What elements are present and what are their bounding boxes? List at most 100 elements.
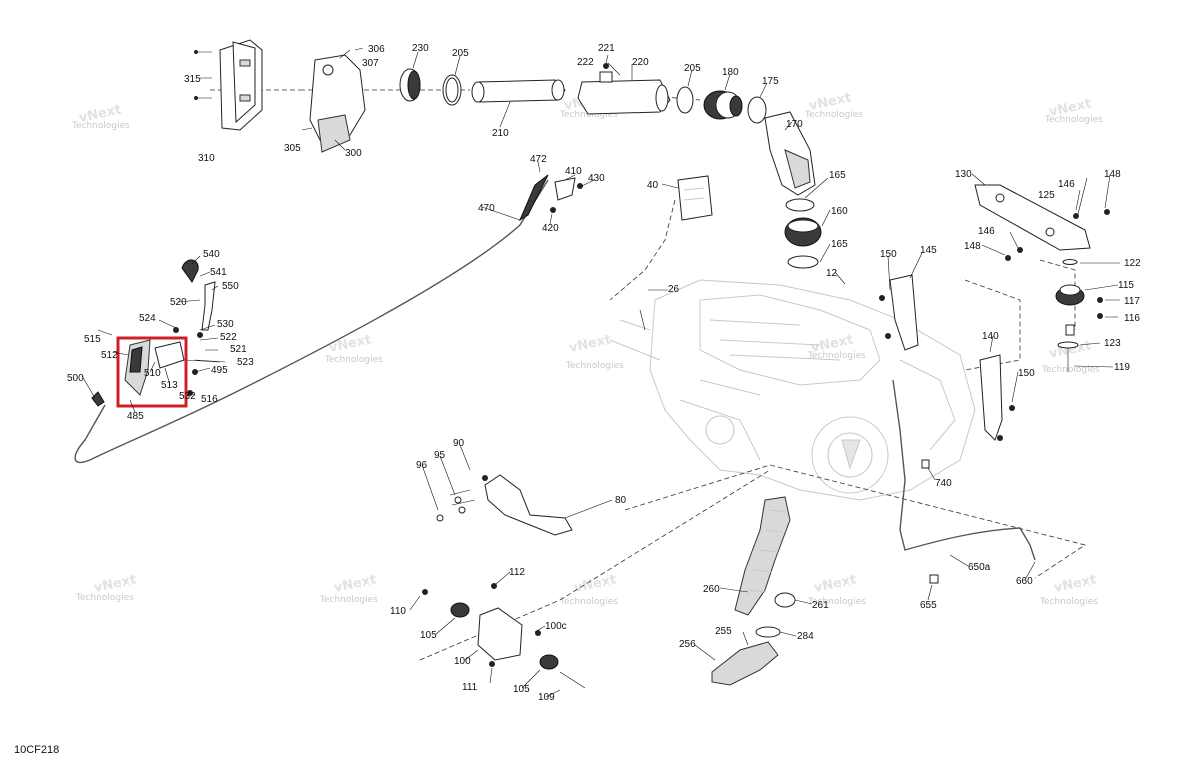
label-307: 307: [362, 58, 379, 69]
label-130: 130: [955, 169, 972, 180]
label-165: 165: [829, 170, 846, 181]
label-221: 221: [598, 43, 615, 54]
throttle-control-assembly: [91, 259, 221, 407]
sensor-harness-650a: [892, 379, 1036, 584]
label-522: 522: [220, 332, 237, 343]
label-532: 532: [179, 391, 196, 402]
label-430: 430: [588, 173, 605, 184]
svg-text:Technologies: Technologies: [324, 355, 383, 365]
coupling-160: [784, 217, 822, 247]
label-472: 472: [530, 154, 547, 165]
label-leaders: [81, 47, 1120, 698]
label-119: 119: [1114, 362, 1130, 373]
label-512: 512: [101, 350, 118, 361]
label-100c: 100c: [545, 621, 567, 632]
label-40: 40: [647, 180, 659, 191]
label-95: 95: [434, 450, 446, 461]
label-420: 420: [542, 223, 559, 234]
label-115: 115: [1118, 280, 1134, 291]
svg-text:vNext: vNext: [333, 572, 378, 596]
label-520: 520: [170, 297, 187, 308]
clamp-284: [755, 626, 781, 638]
label-315: 315: [184, 74, 201, 85]
label-150-a: 150: [880, 249, 897, 260]
label-660: 660: [1016, 576, 1033, 587]
resonator-220: [577, 54, 671, 115]
svg-text:vNext: vNext: [328, 332, 373, 356]
label-148-b: 148: [964, 241, 981, 252]
label-256: 256: [679, 639, 696, 650]
label-516: 516: [201, 394, 218, 405]
label-541: 541: [210, 267, 227, 278]
label-26: 26: [668, 284, 680, 295]
clamp-205-b: [676, 86, 694, 114]
label-170: 170: [786, 119, 803, 130]
engine-mount-bracket-130: [974, 184, 1110, 261]
svg-text:Technologies: Technologies: [1041, 365, 1100, 375]
label-410: 410: [565, 166, 582, 177]
highlight-box: [116, 336, 188, 408]
label-495: 495: [211, 365, 228, 376]
label-146: 146: [1058, 179, 1075, 190]
label-160: 160: [831, 206, 848, 217]
svg-text:Technologies: Technologies: [807, 351, 866, 361]
intake-tube-210: [471, 79, 566, 103]
svg-text:vNext: vNext: [813, 572, 858, 596]
watermark: vNext Technologies: [324, 332, 383, 365]
exhaust-pipe-255: [711, 641, 779, 686]
label-105: 105: [420, 630, 437, 641]
label-117: 117: [1124, 296, 1140, 307]
label-96: 96: [416, 460, 428, 471]
label-165-b: 165: [831, 239, 848, 250]
label-530: 530: [217, 319, 234, 330]
label-650a: 650a: [968, 562, 991, 573]
label-300: 300: [345, 148, 362, 159]
engine-block: [609, 279, 976, 501]
svg-text:Technologies: Technologies: [559, 110, 618, 120]
label-12: 12: [826, 268, 838, 279]
label-306: 306: [368, 44, 385, 55]
bellow-180: [703, 90, 743, 120]
svg-text:Technologies: Technologies: [804, 110, 863, 120]
label-122: 122: [1124, 258, 1141, 269]
svg-text:Technologies: Technologies: [319, 595, 378, 605]
watermark: vNext Technologies: [1044, 96, 1103, 125]
svg-text:Technologies: Technologies: [807, 597, 866, 607]
label-540: 540: [203, 249, 220, 260]
watermark: vNext Technologies: [807, 332, 866, 361]
label-310: 310: [198, 153, 215, 164]
clamp-165-bottom: [787, 255, 819, 269]
engine-mount-115: [1055, 259, 1103, 372]
label-515: 515: [84, 334, 101, 345]
label-112: 112: [509, 567, 525, 578]
label-145: 145: [920, 245, 937, 256]
label-205: 205: [452, 48, 469, 59]
cable-bracket-410: [550, 177, 583, 213]
label-255: 255: [715, 626, 732, 637]
label-521: 521: [230, 344, 247, 355]
air-filter-housing: [309, 49, 366, 153]
label-260: 260: [703, 584, 720, 595]
drawing-code: 10CF218: [14, 744, 60, 756]
ecu-40: [677, 175, 713, 221]
label-123: 123: [1104, 338, 1121, 349]
label-105-b: 105: [513, 684, 530, 695]
engine-bracket-145: [879, 274, 919, 351]
assembly-dash-lines: [210, 89, 1086, 661]
watermark: vNext Technologies: [1039, 572, 1098, 607]
label-90: 90: [453, 438, 465, 449]
clamp-175: [747, 96, 767, 124]
label-210: 210: [492, 128, 509, 139]
watermark: vNext Technologies: [559, 572, 618, 607]
label-470: 470: [478, 203, 495, 214]
label-305: 305: [284, 143, 301, 154]
svg-text:Technologies: Technologies: [1044, 115, 1103, 125]
watermark: vNext Technologies: [565, 332, 624, 371]
label-110: 110: [390, 606, 406, 617]
svg-text:Technologies: Technologies: [71, 121, 130, 131]
label-550: 550: [222, 281, 239, 292]
label-222: 222: [577, 57, 594, 68]
watermark: vNext Technologies: [71, 102, 130, 131]
label-524: 524: [139, 313, 156, 324]
